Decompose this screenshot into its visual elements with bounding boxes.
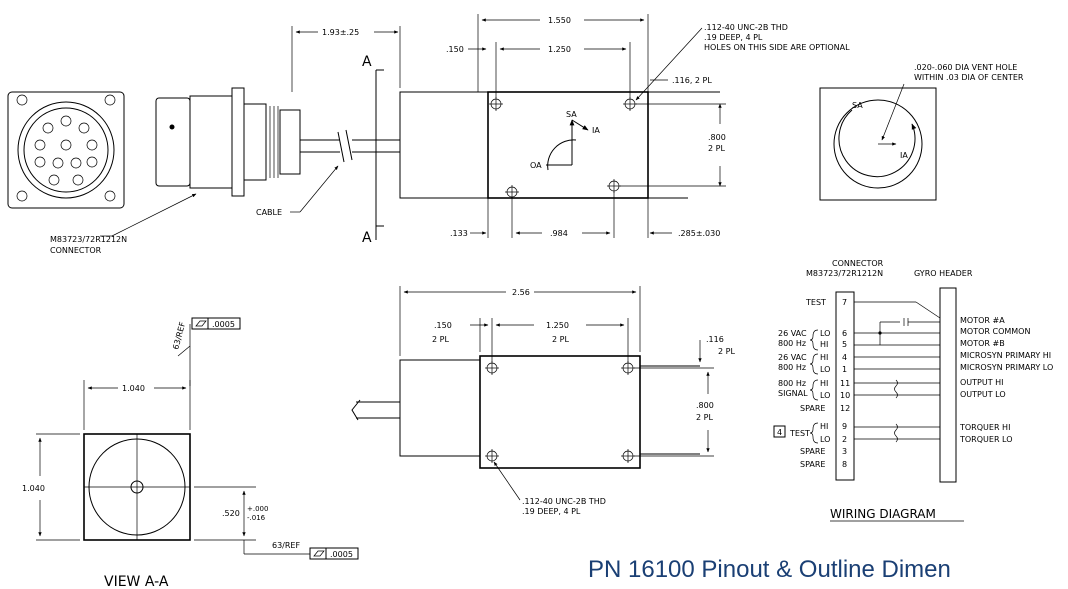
pin-2: 2	[842, 435, 847, 444]
dim-side-length: 2.56	[512, 288, 530, 297]
axis-ia-label: IA	[592, 126, 600, 135]
dim-side-height: .800	[696, 401, 714, 410]
dim-edge-right: .116, 2 PL	[672, 76, 712, 85]
dim-side-height-count: 2 PL	[696, 413, 713, 422]
test-box-label: TEST	[789, 429, 810, 438]
wiring-connector-title: CONNECTOR	[832, 259, 884, 268]
axis-sa-label: SA	[566, 110, 577, 119]
view-aa-title: VIEW A-A	[104, 574, 169, 589]
dim-side-span-count: 2 PL	[552, 335, 569, 344]
group-26vac-2-b: 800 Hz	[778, 363, 806, 372]
pin-6: 6	[842, 329, 847, 338]
wiring-connector-part: M83723/72R1212N	[806, 269, 883, 278]
dim-bottom-left: .133	[450, 229, 468, 238]
group-signal-a: 800 Hz	[778, 379, 806, 388]
test-box-number: 4	[777, 428, 782, 437]
header-motor-a: MOTOR #A	[960, 316, 1005, 325]
dim-cable-length: 1.93±.25	[322, 28, 359, 37]
group-signal-b: SIGNAL	[778, 389, 808, 398]
connector-face-view	[7, 91, 125, 209]
pin-8-label: SPARE	[800, 460, 825, 469]
axis-oa-label: OA	[530, 161, 542, 170]
pin-12: 12	[840, 404, 850, 413]
pin-12-label: SPARE	[800, 404, 825, 413]
group-26vac-1-a: 26 VAC	[778, 329, 807, 338]
dim-side-right: .116	[706, 335, 724, 344]
pin-7-label: TEST	[805, 298, 826, 307]
side-thread-note-2: .19 DEEP, 4 PL	[522, 507, 581, 516]
pin-4-label: HI	[820, 353, 828, 362]
flatness-bottom-value: .0005	[330, 550, 353, 559]
pin-2-label: LO	[820, 435, 830, 444]
group-26vac-1-b: 800 Hz	[778, 339, 806, 348]
pin-1: 1	[842, 365, 847, 374]
header-torquer-lo: TORQUER LO	[959, 435, 1013, 444]
dim-side-left: .150	[434, 321, 452, 330]
pin-3: 3	[842, 447, 847, 456]
thread-note-line-1: .112-40 UNC-2B THD	[704, 23, 788, 32]
pin-7: 7	[842, 298, 847, 307]
dim-side-right-count: 2 PL	[718, 347, 735, 356]
finish-top: 63/REF	[171, 321, 187, 351]
group-26vac-2-a: 26 VAC	[778, 353, 807, 362]
header-motor-common: MOTOR COMMON	[960, 327, 1030, 336]
section-mark-top: A	[362, 54, 372, 70]
thread-note-line-2: .19 DEEP, 4 PL	[704, 33, 763, 42]
pin-4: 4	[842, 353, 847, 362]
header-microsyn-hi: MICROSYN PRIMARY HI	[960, 351, 1051, 360]
dim-height-holes: .800	[708, 133, 726, 142]
dim-holes-span: 1.250	[548, 45, 571, 54]
connector-label: CONNECTOR	[50, 246, 102, 255]
end-view: SA IA .020-.060 DIA VENT HOLE WITHIN .03…	[819, 63, 1024, 201]
vent-note-line-1: .020-.060 DIA VENT HOLE	[914, 63, 1017, 72]
pin-5: 5	[842, 340, 847, 349]
thread-note-line-3: HOLES ON THIS SIDE ARE OPTIONAL	[704, 43, 850, 52]
dim-body-width: 1.550	[548, 16, 571, 25]
wiring-header-title: GYRO HEADER	[914, 269, 973, 278]
dim-aa-height: 1.040	[22, 484, 45, 493]
wiring-diagram-title: WIRING DIAGRAM	[830, 507, 936, 521]
dim-aa-tol-plus: +.000	[247, 505, 268, 513]
header-torquer-hi: TORQUER HI	[959, 423, 1010, 432]
header-motor-b: MOTOR #B	[960, 339, 1005, 348]
header-output-lo: OUTPUT LO	[960, 390, 1006, 399]
end-axis-ia: IA	[900, 151, 908, 160]
pin-8: 8	[842, 460, 847, 469]
vent-note-line-2: WITHIN .03 DIA OF CENTER	[914, 73, 1024, 82]
dim-aa-tol-minus: -.016	[247, 514, 266, 522]
pin-6-label: LO	[820, 329, 830, 338]
wiring-diagram: CONNECTOR M83723/72R1212N GYRO HEADER 7 …	[773, 259, 1053, 522]
pin-9-label: HI	[820, 422, 828, 431]
dim-aa-width: 1.040	[122, 384, 145, 393]
page-caption: PN 16100 Pinout & Outline Dimen	[588, 556, 951, 583]
pin-1-label: LO	[820, 365, 830, 374]
side-view: 2.56 1.250 2 PL .150 2 PL .116 2 PL .800…	[351, 286, 735, 516]
pin-11-label: HI	[820, 379, 828, 388]
pin-3-label: SPARE	[800, 447, 825, 456]
view-aa: .0005 63/REF 1.040 1.040 .520 +.000 -.01…	[22, 317, 359, 589]
dim-aa-offset: .520	[222, 509, 240, 518]
dim-edge-left: .150	[446, 45, 464, 54]
pin-11: 11	[840, 379, 850, 388]
dim-side-left-count: 2 PL	[432, 335, 449, 344]
connector-part-number: M83723/72R1212N	[50, 235, 127, 244]
pin-10: 10	[840, 391, 850, 400]
section-mark-bottom: A	[362, 230, 372, 246]
pin-9: 9	[842, 422, 847, 431]
dim-bottom-span: .984	[550, 229, 568, 238]
header-microsyn-lo: MICROSYN PRIMARY LO	[960, 363, 1053, 372]
header-output-hi: OUTPUT HI	[960, 378, 1004, 387]
pin-5-label: HI	[820, 340, 828, 349]
top-view: SA IA OA A A 1.93±.25 1.550 1.250 .150 .…	[50, 14, 850, 255]
cable-label: CABLE	[256, 208, 282, 217]
finish-bottom: 63/REF	[272, 541, 300, 550]
end-axis-sa: SA	[852, 101, 863, 110]
dim-bottom-right: .285±.030	[678, 229, 720, 238]
flatness-top-value: .0005	[212, 320, 235, 329]
side-thread-note-1: .112-40 UNC-2B THD	[522, 497, 606, 506]
pin-10-label: LO	[820, 391, 830, 400]
dim-side-span: 1.250	[546, 321, 569, 330]
dim-height-holes-count: 2 PL	[708, 144, 725, 153]
